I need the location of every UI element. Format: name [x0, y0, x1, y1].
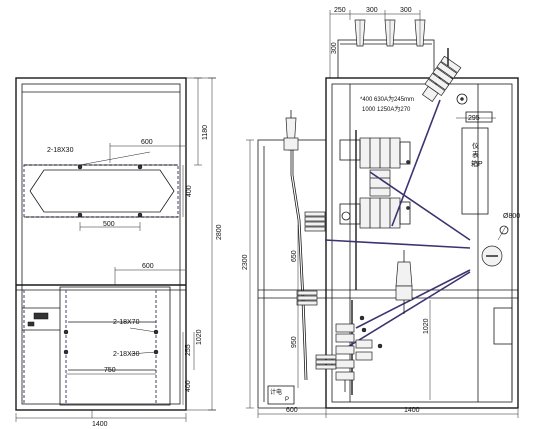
instrument-label-a: 仪 — [472, 142, 479, 150]
busbar — [345, 271, 471, 349]
top-arrester — [421, 55, 462, 102]
insulator-stack — [315, 354, 337, 370]
dim-top-height: 300 — [331, 42, 338, 54]
insulator-stack — [296, 290, 318, 306]
front-bracket — [33, 312, 49, 320]
dim-top-left: 250 — [334, 7, 346, 14]
dim-lower-255: 255 — [185, 344, 192, 356]
insulator-stack — [304, 211, 326, 232]
busbar — [355, 269, 471, 329]
dim-top-right: 300 — [400, 7, 412, 14]
dim-front-width: 1400 — [92, 421, 108, 428]
dim-vert-950: 950 — [291, 336, 298, 348]
ct-insulator-base — [395, 285, 413, 301]
label-holes-upper: 2-18X30 — [47, 147, 74, 154]
front-hole — [77, 164, 83, 170]
side-cabinet-body — [325, 77, 519, 409]
small-box — [267, 385, 295, 405]
front-view: 2-18X30 600 500 400 1180 2800 600 2-18X7… — [15, 77, 223, 428]
instrument-box — [461, 127, 489, 215]
top-terminal — [456, 93, 468, 105]
front-hole — [137, 212, 143, 218]
ct-insulator — [395, 261, 413, 287]
breaker-assembly — [339, 137, 411, 229]
busbar — [369, 171, 471, 241]
dim-diameter: Ø800 — [503, 213, 520, 220]
front-bracket — [27, 321, 35, 327]
busbar — [324, 239, 471, 249]
label-holes-lower-a: 2-18X70 — [113, 319, 140, 326]
dim-vert-650: 650 — [291, 250, 298, 262]
front-upper-window — [23, 164, 179, 218]
dim-bottom-right: 1400 — [404, 407, 420, 414]
dim-upper-window-width: 600 — [141, 139, 153, 146]
right-side-box — [493, 307, 513, 345]
note-line-1: *400 630A为245mm — [360, 95, 414, 103]
dim-lower-window-bottom: 750 — [104, 367, 116, 374]
note-line-2: 1000 1250A为270 — [362, 105, 411, 113]
dim-top-mid: 300 — [366, 7, 378, 14]
front-hole — [63, 349, 69, 355]
dim-lower-height: 1020 — [196, 329, 203, 345]
front-hole — [63, 329, 69, 335]
dim-upper-window-height: 400 — [186, 185, 193, 197]
insulator-cap — [283, 137, 299, 151]
small-box-label-a: 计电 — [270, 388, 282, 396]
dim-vert-1020: 1020 — [423, 318, 430, 334]
dim-upper-height: 1180 — [202, 125, 209, 140]
front-outer-frame — [15, 77, 187, 411]
front-lower-section — [59, 286, 171, 406]
side-view: 250 300 300 300 2300 — [242, 7, 520, 418]
dim-side-height: 2300 — [242, 254, 249, 270]
lower-insulator-group — [335, 315, 383, 392]
dim-total-height: 2800 — [216, 224, 223, 240]
dim-upper-window-inner: 500 — [103, 221, 115, 228]
label-holes-lower-b: 2-18X30 — [113, 351, 140, 358]
dim-295: 295 — [468, 115, 480, 122]
front-hole — [137, 164, 143, 170]
front-hole — [77, 212, 83, 218]
front-inner-frame — [21, 83, 181, 405]
dim-bottom-left: 600 — [286, 407, 298, 414]
dim-lower-window-width: 600 — [142, 263, 154, 270]
dim-lower-400: 400 — [185, 380, 192, 392]
instrument-label-b: 表 — [472, 150, 479, 159]
instrument-label-c: 箱P — [471, 159, 483, 168]
small-box-label-b: P — [285, 397, 289, 403]
busbar — [391, 99, 441, 227]
